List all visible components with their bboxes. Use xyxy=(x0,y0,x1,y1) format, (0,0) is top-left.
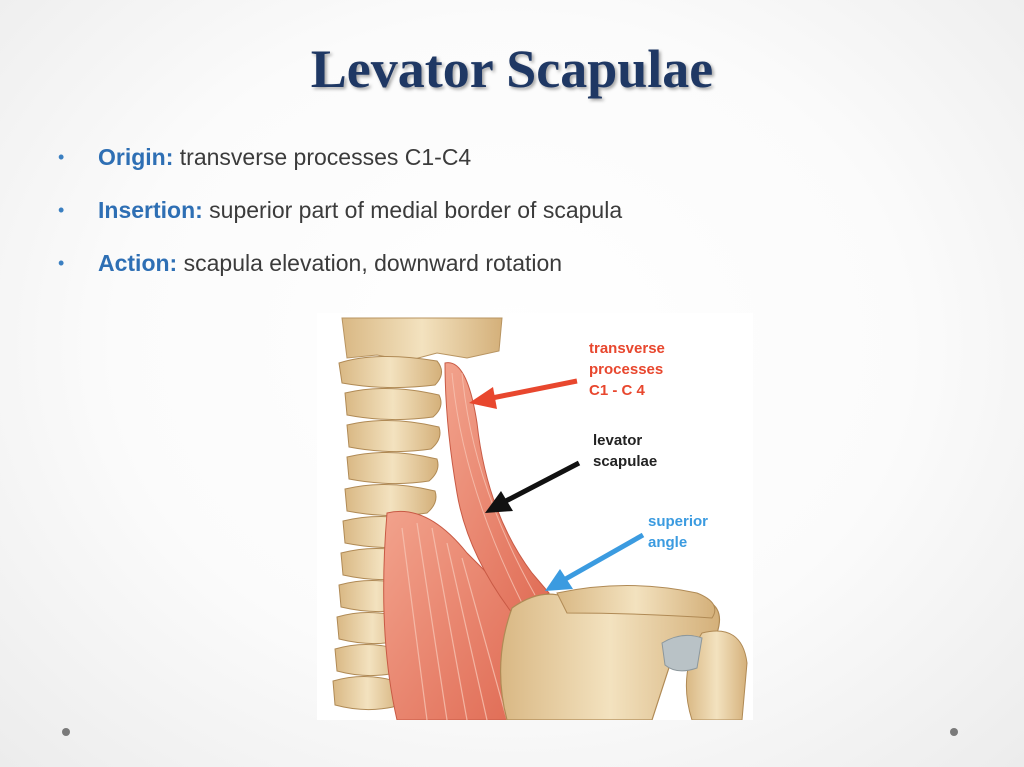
slide-title: Levator Scapulae xyxy=(0,38,1024,100)
anatomy-illustration: transverse processes C1 - C 4 levator sc… xyxy=(317,313,753,720)
origin-label-line1: transverse xyxy=(589,340,665,357)
bullet-action: •Action: scapula elevation, downward rot… xyxy=(58,246,622,299)
cartilage xyxy=(662,635,702,670)
bullet-text: superior part of medial border of scapul… xyxy=(203,197,622,223)
muscle-label-line1: levator xyxy=(593,432,642,449)
origin-label-line2: processes xyxy=(589,361,663,378)
angle-label-line1: superior xyxy=(648,513,708,530)
bullet-term: Insertion: xyxy=(98,197,203,223)
right-nav-dot-icon xyxy=(950,728,958,736)
bullet-text: transverse processes C1-C4 xyxy=(173,144,471,170)
bullet-insertion: •Insertion: superior part of medial bord… xyxy=(58,193,622,246)
angle-label-line2: angle xyxy=(648,534,687,551)
muscle-label-line2: scapulae xyxy=(593,453,657,470)
skull-base xyxy=(342,318,502,361)
bullet-term: Action: xyxy=(98,250,177,276)
bullet-icon: • xyxy=(58,140,98,174)
bullet-icon: • xyxy=(58,246,98,280)
bullet-origin: •Origin: transverse processes C1-C4 xyxy=(58,140,622,193)
bullet-term: Origin: xyxy=(98,144,173,170)
left-nav-dot-icon xyxy=(62,728,70,736)
bullet-icon: • xyxy=(58,193,98,227)
origin-label-line3: C1 - C 4 xyxy=(589,382,646,399)
bullet-list: •Origin: transverse processes C1-C4 •Ins… xyxy=(58,140,622,299)
bullet-text: scapula elevation, downward rotation xyxy=(177,250,562,276)
